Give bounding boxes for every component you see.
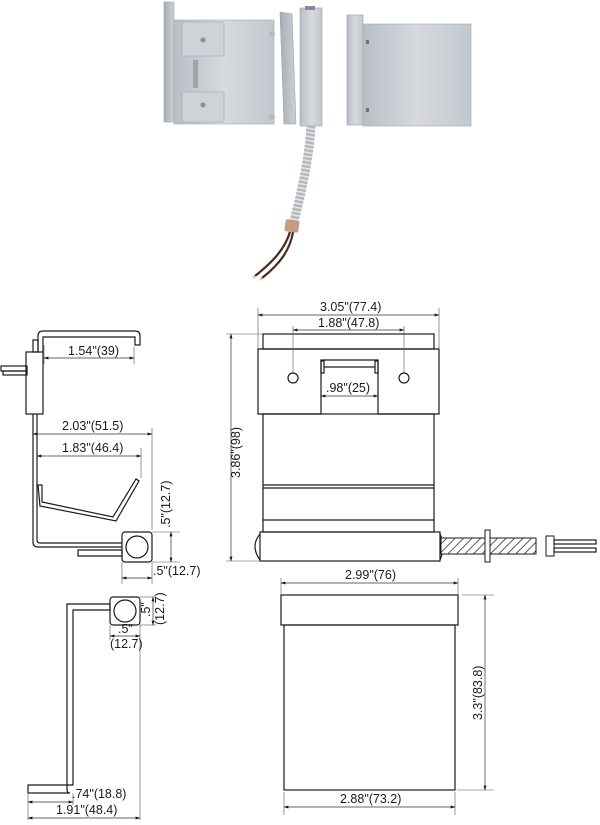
dim-tube-width: .5"(12.7) [153, 564, 201, 578]
dim-front-width: 3.05"(77.4) [320, 300, 381, 314]
dim-magnet-overall-width: 1.91"(48.4) [56, 803, 117, 817]
dim-magnet-tube-height-mm: (12.7) [153, 592, 167, 625]
dim-magnet-height: 3.3"(83.8) [471, 666, 485, 720]
dim-top-arm: 1.54"(39) [68, 344, 119, 358]
product-photo [163, 1, 472, 281]
dim-magnet-tube-width-mm: (12.7) [110, 637, 143, 651]
dim-front-height: 3.86"(98) [229, 427, 243, 478]
dim-magnet-bottom-width: 2.88"(73.2) [340, 792, 401, 806]
dim-inner-width: 1.83"(46.4) [62, 441, 123, 455]
magnet-bracket-photo [346, 14, 472, 127]
front-view-switch: 3.05"(77.4) 1.88"(47.8) .98"(25) 3.86"(9… [226, 300, 597, 563]
dim-magnet-tube-height-in: .5" [139, 602, 153, 617]
dim-height-offset: .5"(12.7) [159, 480, 173, 528]
dim-hole-spacing: 1.88"(47.8) [318, 316, 379, 330]
dim-overall-width: 2.03"(51.5) [62, 419, 123, 433]
armored-cable-photo [252, 125, 316, 281]
dim-magnet-foot: .74"(18.8) [72, 787, 126, 801]
switch-bracket-photo [163, 1, 323, 127]
dim-magnet-top-width: 2.99"(76) [345, 568, 396, 582]
dim-magnet-tube-width-in: .5" [118, 622, 133, 636]
side-view-magnet: .5" (12.7) .5" (12.7) .74"(18.8) 1.91"(4… [27, 592, 167, 820]
dim-slot-width: .98"(25) [326, 381, 370, 395]
front-view-magnet: 2.99"(76) 3.3"(83.8) 2.88"(73.2) [280, 568, 494, 815]
side-view-switch: 1.54"(39) 2.03"(51.5) 1.83"(46.4) .5"(12… [0, 330, 201, 584]
